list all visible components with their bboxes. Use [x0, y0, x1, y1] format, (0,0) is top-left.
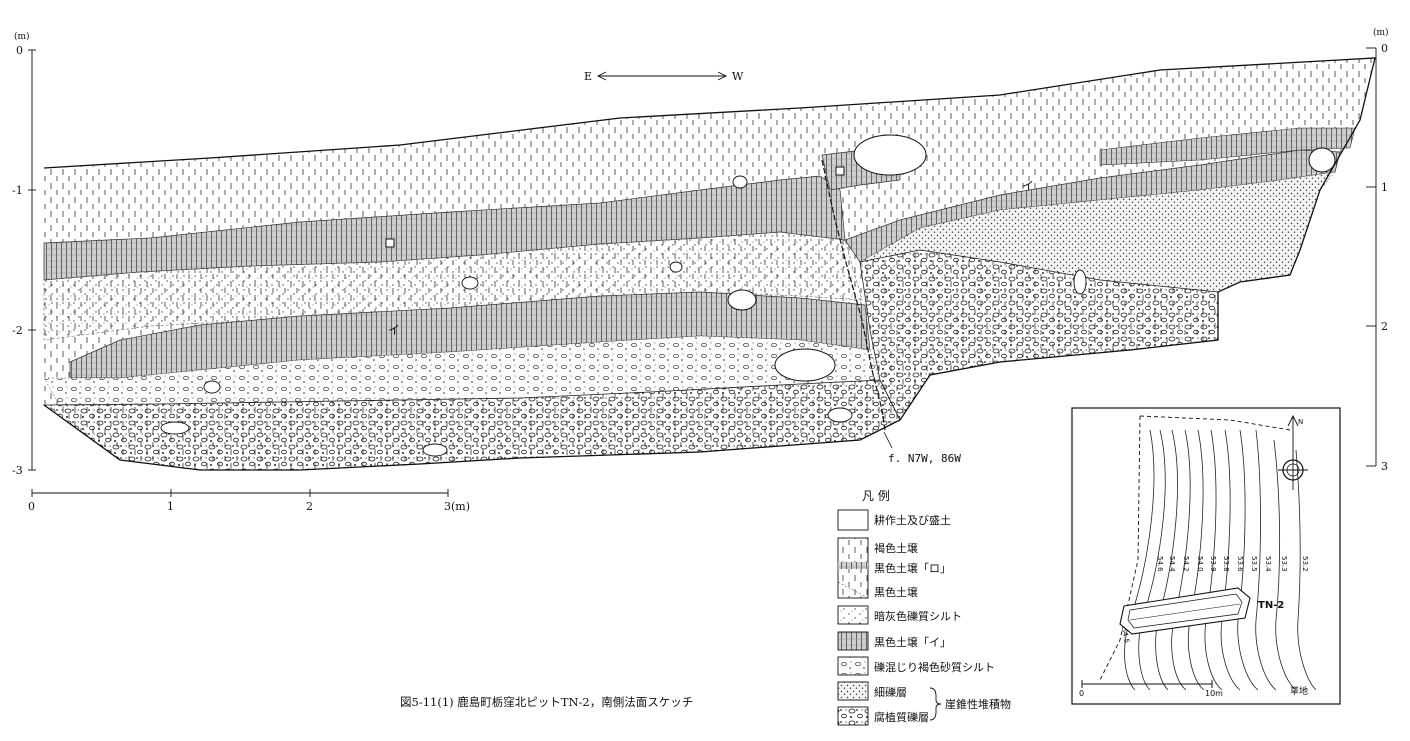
legend-group-label: 崖錐性堆積物: [945, 697, 1011, 711]
cobble: [827, 407, 853, 423]
legend-label: 暗灰色礫質シルト: [874, 609, 962, 623]
depth-tick: -2: [12, 324, 23, 337]
contour-labels: 54.6 54.4 54.2 54.0 53.9 53.8 53.6 53.5 …: [1120, 556, 1309, 644]
legend-label: 耕作土及び盛土: [874, 513, 951, 527]
east-label: E: [584, 70, 592, 83]
contour-label: 53.9: [1209, 556, 1217, 572]
legend-brace: [929, 687, 942, 721]
depth-tick: 0: [1381, 42, 1388, 55]
figure-caption: 図5-11(1) 鹿島町栃窪北ピットTN-2，南側法面スケッチ: [400, 695, 693, 709]
north-label: N: [1298, 418, 1303, 426]
cobble: [1073, 269, 1087, 295]
fault-label: f. N7W, 86W: [888, 452, 961, 465]
contour-label: 54.6: [1156, 556, 1164, 572]
section-outline: [43, 57, 1376, 471]
cobble: [727, 289, 757, 311]
inset-map: 54.6 54.4 54.2 54.0 53.9 53.8 53.6 53.5 …: [1071, 407, 1341, 705]
pit-tn2: [1119, 587, 1251, 635]
cobble: [732, 175, 748, 189]
orientation-arrow: E W: [584, 70, 744, 83]
legend: 凡 例 耕作土及び盛土 褐色土壌 黒色土壌「ロ」 黒色土壌 暗灰色礫質シルト 黒…: [837, 489, 1011, 726]
depth-tick: 0: [16, 44, 23, 57]
legend-swatch-pebbly-silt: [837, 656, 869, 676]
grass-label: 草地: [1290, 685, 1308, 697]
legend-swatch-silt: [837, 605, 869, 625]
inset-scale-start: 0: [1079, 689, 1084, 698]
scale-tick: 1: [167, 500, 174, 513]
legend-label: 黒色土壌「ロ」: [874, 561, 951, 575]
layer-ro-marker: [385, 238, 395, 248]
contour-label: 53.2: [1301, 556, 1309, 572]
depth-tick: 1: [1381, 181, 1388, 194]
cobble: [774, 348, 836, 382]
left-depth-scale: (m) 0 -1 -2 -3: [12, 31, 36, 477]
cobble: [203, 380, 221, 394]
layer-i-label: イ: [388, 323, 400, 337]
inset-scale-end: 10m: [1205, 689, 1223, 698]
legend-label: 黒色土壌: [874, 585, 918, 599]
cobble: [853, 134, 927, 176]
scale-tick: 3(m): [444, 500, 470, 513]
boundary-line: [1099, 415, 1141, 681]
cobble: [1308, 147, 1336, 173]
contour-label: 53.8: [1222, 556, 1230, 572]
depth-tick: -3: [12, 464, 23, 477]
dark-gray-silt-band: [43, 231, 863, 341]
contour-label: 54.5: [1120, 627, 1131, 644]
boundary-line: [1139, 415, 1291, 431]
contour-label: 53.4: [1264, 556, 1272, 572]
layer-i-label-right: イ: [1022, 179, 1034, 193]
cobble: [422, 443, 448, 457]
fault-leader: [883, 431, 893, 449]
pit-label: TN-2: [1258, 600, 1284, 611]
right-depth-scale: (m) 0 1 2 3: [1366, 27, 1389, 473]
contour-label: 53.5: [1250, 556, 1258, 572]
west-label: W: [732, 70, 744, 83]
fault-line: [821, 159, 886, 431]
black-soil-ro-band-top-right: [1099, 127, 1356, 166]
legend-swatch-humic-gravel: [837, 706, 869, 726]
legend-label: 細礫層: [874, 685, 907, 699]
legend-title: 凡 例: [862, 489, 890, 503]
depth-tick: 2: [1381, 320, 1388, 333]
depth-tick: 3: [1381, 460, 1388, 473]
north-arrow: N: [1278, 414, 1308, 490]
legend-label: 黒色土壌「イ」: [874, 635, 951, 649]
scale-tick: 2: [306, 500, 313, 513]
contour-label: 53.3: [1280, 556, 1288, 572]
legend-swatch-fine-gravel: [837, 681, 869, 701]
left-unit: (m): [14, 31, 30, 42]
cobble: [461, 276, 479, 290]
legend-label: 腐植質礫層: [874, 710, 929, 724]
contour-label: 53.6: [1236, 556, 1244, 572]
depth-tick: -1: [12, 184, 23, 197]
inset-frame: [1071, 407, 1341, 705]
legend-label: 礫混じり褐色砂質シルト: [874, 660, 995, 674]
cobble: [160, 421, 190, 435]
scale-tick: 0: [28, 500, 35, 513]
layer-ro-marker: [835, 166, 845, 176]
legend-swatch-cultivated: [837, 509, 869, 531]
legend-label: 褐色土壌: [874, 541, 918, 555]
contour-label: 54.0: [1196, 556, 1204, 572]
contour-label: 54.2: [1182, 556, 1190, 572]
cobble: [669, 261, 683, 273]
horizontal-scale: 0 1 2 3(m): [28, 489, 470, 513]
section-profile: f. N7W, 86W イ イ: [42, 57, 1376, 471]
legend-swatch-black-i: [837, 631, 869, 651]
right-unit: (m): [1373, 27, 1389, 38]
inset-scale: 0 10m: [1079, 680, 1223, 698]
contour-label: 54.4: [1168, 556, 1176, 572]
